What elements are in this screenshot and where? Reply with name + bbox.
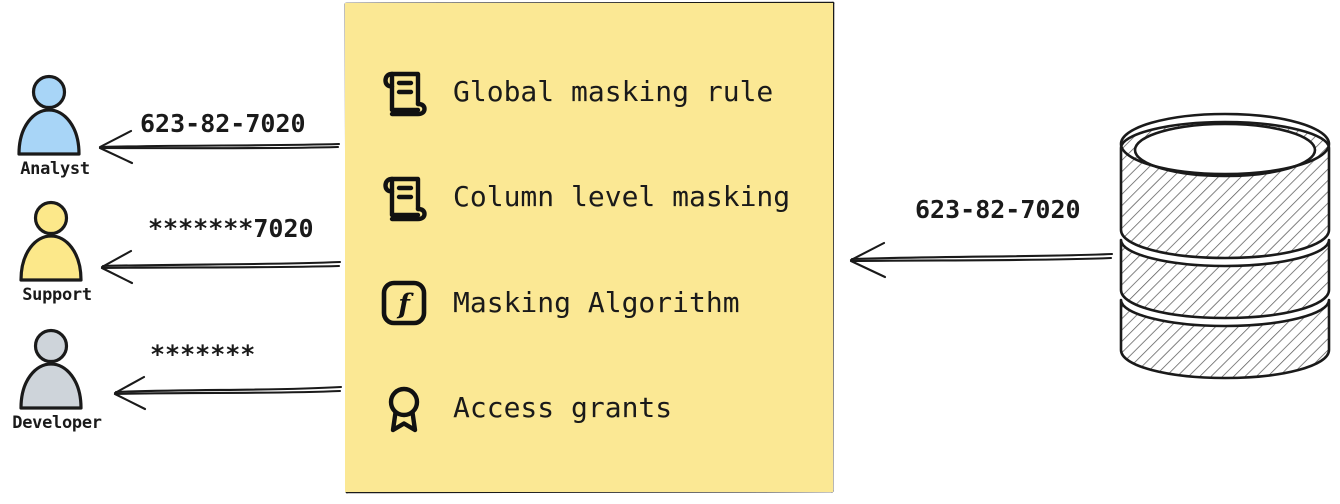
arrow-from-database [849,241,1114,279]
policy-item-label: Access grants [453,391,673,424]
person-icon [0,74,110,160]
actor-analyst[interactable]: Analyst [0,74,110,178]
policy-item-masking-algorithm[interactable]: f Masking Algorithm [378,277,740,329]
policy-item-label: Column level masking [453,180,791,213]
arrow-to-support [100,249,342,285]
policy-list: Global masking rule Column level masking… [345,3,833,492]
flow-label-to-analyst: 623-82-7020 [140,109,306,138]
arrow-to-developer [113,375,343,411]
policy-panel: Global masking rule Column level masking… [345,3,833,492]
policy-item-label: Masking Algorithm [453,286,740,319]
flow-label-to-developer: ******* [150,340,256,369]
award-icon [388,386,420,433]
actor-developer[interactable]: Developer [2,328,112,432]
policy-item-column-level-masking[interactable]: Column level masking [378,171,790,223]
scroll-icon [383,176,427,222]
person-icon [2,200,112,286]
database-cylinder-icon [1119,112,1331,380]
policy-item-global-masking-rule[interactable]: Global masking rule [378,66,773,118]
scroll-icon [383,71,427,117]
actor-label: Analyst [20,159,90,179]
svg-text:f: f [396,289,414,320]
actor-support[interactable]: Support [2,200,112,304]
flow-label-to-support: *******7020 [148,214,314,243]
person-icon [2,328,112,414]
actor-label: Support [22,285,92,305]
actor-label: Developer [12,413,102,433]
policy-item-label: Global masking rule [453,75,774,108]
flow-label-from-source: 623-82-7020 [915,195,1081,224]
function-icon: f [381,280,427,326]
arrow-to-analyst [98,129,341,165]
policy-item-access-grants[interactable]: Access grants [378,382,672,434]
